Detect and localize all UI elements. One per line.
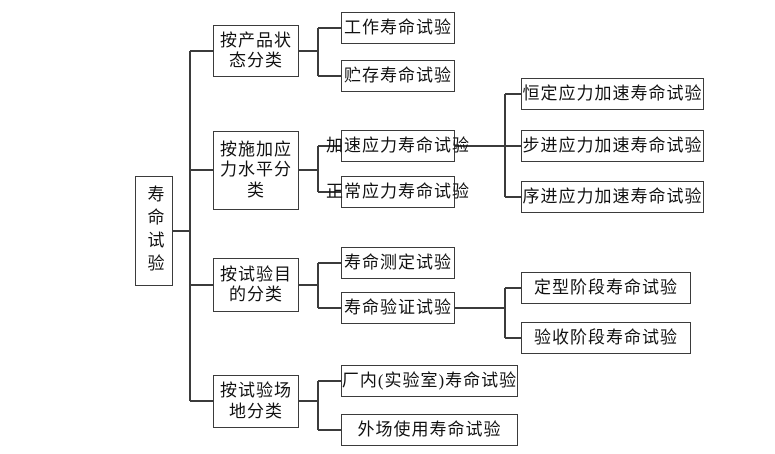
category-node-by-test-site[interactable]: 按试验场地分类 — [213, 375, 299, 428]
leaf-node-acceptance-stage-life-test[interactable]: 验收阶段寿命试验 — [521, 322, 691, 354]
leaf-node-life-measurement-test[interactable]: 寿命测定试验 — [341, 247, 455, 279]
leaf-node-accelerated-stress-life-test[interactable]: 加速应力寿命试验 — [326, 130, 469, 162]
leaf-node-life-verification-test[interactable]: 寿命验证试验 — [341, 292, 455, 324]
leaf-node-operating-life-test[interactable]: 工作寿命试验 — [341, 12, 455, 44]
leaf-node-normal-stress-life-test[interactable]: 正常应力寿命试验 — [326, 176, 469, 208]
leaf-node-progressive-stress-accelerated-life-test[interactable]: 序进应力加速寿命试验 — [521, 181, 704, 213]
leaf-node-step-stress-accelerated-life-test[interactable]: 步进应力加速寿命试验 — [521, 130, 704, 162]
leaf-node-in-plant-laboratory-life-test[interactable]: 厂内(实验室)寿命试验 — [341, 365, 518, 397]
category-node-by-stress-level[interactable]: 按施加应力水平分类 — [213, 131, 299, 210]
leaf-node-storage-life-test[interactable]: 贮存寿命试验 — [341, 60, 455, 92]
leaf-node-field-use-life-test[interactable]: 外场使用寿命试验 — [341, 414, 518, 446]
leaf-node-finalization-stage-life-test[interactable]: 定型阶段寿命试验 — [521, 272, 691, 304]
category-node-by-product-state[interactable]: 按产品状态分类 — [213, 25, 299, 77]
leaf-node-constant-stress-accelerated-life-test[interactable]: 恒定应力加速寿命试验 — [521, 78, 704, 110]
root-node-life-test[interactable]: 寿命试验 — [135, 176, 173, 286]
category-node-by-test-purpose[interactable]: 按试验目的分类 — [213, 258, 299, 312]
